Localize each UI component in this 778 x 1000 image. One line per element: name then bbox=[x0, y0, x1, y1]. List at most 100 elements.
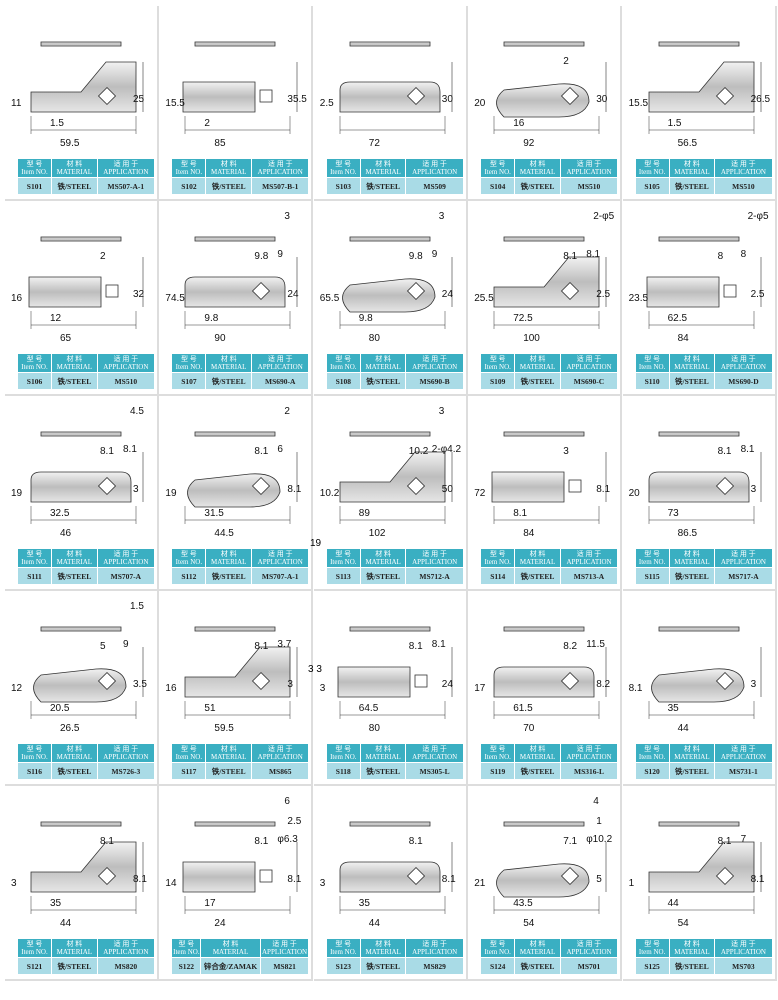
stray-label: 3 3 bbox=[308, 664, 322, 675]
dimension-label: 8.1 bbox=[717, 446, 732, 457]
dimension-label: 16 bbox=[165, 683, 177, 694]
dimension-label: 11 bbox=[11, 98, 22, 109]
dimension-label: 3 bbox=[750, 484, 757, 495]
part-drawing bbox=[182, 41, 298, 134]
square-hole bbox=[97, 86, 117, 106]
part-drawing bbox=[493, 236, 607, 329]
dimension-label: 19 bbox=[165, 488, 177, 499]
part-drawing bbox=[493, 41, 607, 134]
application: MS316-L bbox=[560, 763, 618, 779]
application: MS507-A-1 bbox=[97, 178, 154, 194]
square-hole bbox=[723, 284, 736, 298]
part-outline bbox=[341, 278, 436, 313]
material: 铁/STEEL bbox=[669, 373, 715, 389]
material: 铁/STEEL bbox=[52, 568, 97, 584]
dimension-label: 9 bbox=[123, 639, 129, 650]
dimension-label: 3 bbox=[319, 878, 326, 889]
side-view bbox=[503, 431, 585, 437]
dimension-label: 62.5 bbox=[667, 313, 688, 324]
dimension-label: 65 bbox=[60, 333, 72, 344]
dimension-label: 30 bbox=[596, 94, 608, 105]
dimension-label: 2.5 bbox=[750, 289, 765, 300]
dimension-label: 102 bbox=[368, 528, 386, 539]
part-drawing bbox=[184, 236, 298, 329]
material: 铁/STEEL bbox=[515, 568, 560, 584]
item-number: S115 bbox=[635, 568, 669, 584]
dimension-label: 2 bbox=[100, 251, 106, 262]
square-hole bbox=[715, 866, 734, 886]
material: 铁/STEEL bbox=[52, 763, 97, 779]
dimension-label: 8.1 bbox=[287, 874, 302, 885]
item-number: S112 bbox=[172, 568, 206, 584]
dimension-label: 9.8 bbox=[254, 251, 269, 262]
dimension-label: 2-φ5 bbox=[593, 211, 615, 222]
dimension-label: 8.1 bbox=[100, 446, 114, 457]
dimension-label: 8 bbox=[717, 251, 724, 262]
side-view bbox=[194, 236, 276, 242]
dimension-label: 35 bbox=[667, 703, 679, 714]
dimension-label: 44 bbox=[60, 918, 72, 929]
item-number: S125 bbox=[635, 958, 669, 974]
dimension-label: 8.1 bbox=[586, 249, 601, 260]
square-hole bbox=[259, 89, 273, 103]
side-view bbox=[349, 236, 431, 242]
item-number: S120 bbox=[635, 763, 669, 779]
dimension-label: 16 bbox=[513, 118, 525, 129]
part-outline bbox=[339, 451, 446, 503]
dimension-label: 23.5 bbox=[628, 293, 649, 304]
dimension-label: 3 bbox=[438, 406, 445, 417]
square-hole bbox=[97, 671, 117, 691]
dimension-label: 46 bbox=[60, 528, 72, 539]
side-view bbox=[40, 626, 122, 632]
application: MS731-1 bbox=[715, 763, 772, 779]
material: 铁/STEEL bbox=[669, 763, 715, 779]
dimension-label: 8.1 bbox=[254, 446, 269, 457]
side-view bbox=[658, 236, 739, 242]
part-outline bbox=[648, 471, 749, 503]
item-number: S116 bbox=[18, 763, 52, 779]
dimension-label: 25.5 bbox=[474, 293, 494, 304]
dimension-label: 84 bbox=[523, 528, 535, 539]
dimension-label: 4 bbox=[593, 796, 599, 807]
part-drawing bbox=[339, 431, 453, 524]
application: MS703 bbox=[715, 958, 772, 974]
part-outline bbox=[339, 81, 441, 113]
application: MS726-3 bbox=[97, 763, 154, 779]
dimension-label: 8.1 bbox=[123, 444, 137, 455]
dimension-label: 80 bbox=[368, 333, 380, 344]
dimension-label: 20.5 bbox=[50, 703, 70, 714]
dimension-label: 44.5 bbox=[214, 528, 234, 539]
dimension-label: 65.5 bbox=[319, 293, 340, 304]
dimension-label: 3.7 bbox=[277, 639, 292, 650]
square-hole bbox=[406, 866, 425, 886]
dimension-label: 59.5 bbox=[214, 723, 234, 734]
dimension-label: 8.1 bbox=[750, 874, 765, 885]
part-outline bbox=[496, 863, 590, 898]
dimension-label: 2 bbox=[204, 118, 210, 129]
application: MS510 bbox=[560, 178, 618, 194]
application: MS712-A bbox=[406, 568, 463, 584]
item-number: S104 bbox=[481, 178, 515, 194]
